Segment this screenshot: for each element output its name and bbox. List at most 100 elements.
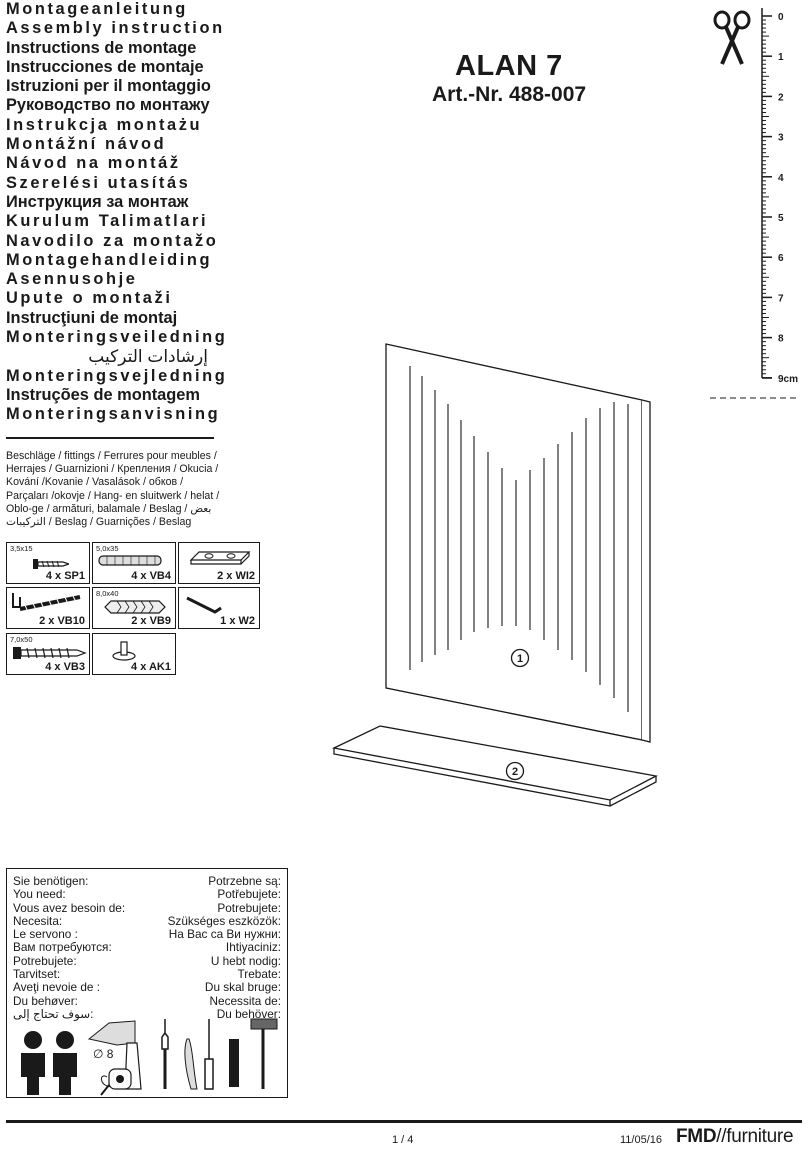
page-number: 1 / 4	[392, 1134, 414, 1146]
print-date: 11/05/16	[620, 1134, 663, 1146]
part-label: 4 x VB3	[45, 661, 85, 673]
tools-needed-right: Potrzebne są:Potřebujete:Potrebujete:Szü…	[167, 874, 282, 1021]
title-rule	[6, 437, 214, 439]
part-vb4: 5,0x35 4 x VB4	[92, 542, 176, 584]
ruler-label: 4	[778, 173, 784, 184]
part-label: 4 x VB4	[131, 570, 171, 582]
svg-text:2: 2	[512, 766, 518, 778]
part-dim: 5,0x35	[96, 544, 119, 553]
tools-needed-line: Du behöver:	[216, 1006, 281, 1021]
part-ak1: 4 x AK1	[92, 633, 176, 675]
title-line: Návod na montáž	[6, 154, 181, 173]
hook-screw-icon	[12, 593, 81, 613]
ruler-label: 8	[778, 334, 784, 345]
brand-logo: FMD//furniture	[676, 1126, 794, 1148]
screw-icon	[13, 647, 87, 659]
title-line: Instruções de montagem	[6, 385, 200, 404]
title-line: Monteringsanvisning	[6, 405, 221, 424]
tools-needed-line: Trebate:	[237, 967, 282, 982]
callout-2: 2	[505, 761, 525, 781]
tools-icon	[161, 1018, 278, 1090]
title-line: Montážní návod	[6, 135, 167, 154]
tools-needed-line: U hebt nodig:	[210, 953, 281, 968]
model-name: ALAN 7	[455, 50, 563, 82]
scissors-icon	[713, 10, 751, 65]
tools-needed-line: Aveţi nevoie de :	[13, 980, 101, 995]
part-label: 2 x WI2	[217, 570, 255, 582]
part-vb3: 7,0x50 4 x VB3	[6, 633, 90, 675]
ruler-label: 2	[778, 92, 784, 103]
article-number: Art.-Nr. 488-007	[432, 83, 587, 106]
ruler-label: 9cm	[778, 374, 798, 385]
title-line: Montageanleitung	[6, 0, 188, 18]
title-line: Montagehandleiding	[6, 250, 213, 269]
ruler-label: 6	[778, 253, 784, 264]
title-line: Monteringsveiledning	[6, 328, 228, 347]
part-label: 2 x VB10	[39, 615, 85, 627]
tools-needed-line: Szükséges eszközök:	[167, 913, 281, 928]
title-line: Navodilo za montažo	[6, 231, 219, 250]
part-label: 1 x W2	[220, 615, 255, 627]
dowel-icon	[98, 555, 162, 566]
tools-needed-line: Vous avez besoin de:	[13, 900, 126, 915]
measuring-ruler: 0 1 2 3 4 5 6 7 8 9cm	[710, 8, 798, 399]
ruler-label: 5	[778, 213, 784, 224]
tools-needed-line: На Вас са Ви нужни:	[168, 927, 281, 942]
part-dim: 3,5x15	[10, 544, 33, 553]
tools-needed-line: Sie benötigen:	[13, 874, 89, 888]
part-label: 2 x VB9	[131, 615, 171, 627]
two-persons-icon	[21, 1031, 77, 1095]
part-vb10: 2 x VB10	[6, 587, 90, 629]
part-label: 4 x AK1	[131, 661, 171, 673]
tools-needed-line: Potrebujete:	[13, 953, 77, 968]
wall-plug-icon	[104, 600, 166, 614]
tools-needed-line: Potrzebne są:	[208, 874, 281, 888]
screw-icon	[33, 559, 69, 569]
tools-needed-line: Вам потребуются:	[13, 940, 112, 955]
allen-key-icon	[186, 596, 222, 614]
tools-needed-line: سوف تحتاج إلى:	[13, 1006, 94, 1021]
title-line: إرشادات التركيب	[88, 347, 208, 367]
part-dim: 7,0x50	[10, 635, 33, 644]
title-line: Instructions de montage	[6, 38, 197, 57]
title-line: Instrucţiuni de montaj	[6, 308, 178, 327]
tools-needed-line: Le servono :	[13, 927, 78, 942]
tools-needed-line: Du behøver:	[13, 993, 78, 1008]
svg-text:1: 1	[517, 653, 523, 665]
tools-needed-line: Tarvitset:	[13, 967, 61, 982]
title-line: Instrukcja montażu	[6, 115, 203, 134]
part-w2: 1 x W2	[178, 587, 260, 629]
tools-needed-line: You need:	[13, 887, 66, 902]
title-line: Istruzioni per il montaggio	[6, 77, 211, 96]
part-wi2: 2 x WI2	[178, 542, 260, 584]
part-vb9: 8,0x40 2 x VB9	[92, 587, 176, 629]
title-line: Инструкция за монтаж	[6, 192, 189, 211]
tools-needed-line: Du skal bruge:	[204, 980, 281, 995]
ruler-label: 0	[778, 12, 784, 23]
ruler-label: 7	[778, 293, 784, 304]
part-dim: 8,0x40	[96, 589, 119, 598]
tools-needed-line: Potrebujete:	[217, 900, 281, 915]
footer-rule	[6, 1120, 802, 1123]
title-line: Kurulum Talimatlari	[6, 212, 209, 231]
callout-1: 1	[510, 648, 530, 668]
tools-needed-line: Necesita:	[13, 913, 63, 928]
brand-thin: //furniture	[716, 1126, 794, 1147]
tools-needed-line: Necessita de:	[209, 993, 281, 1008]
cover-cap-icon	[112, 641, 136, 661]
fittings-text: Beschläge / fittings / Ferrures pour meu…	[6, 450, 220, 529]
ruler-label: 1	[778, 52, 784, 63]
title-line: Asennusohje	[6, 270, 138, 289]
furniture-illustration	[331, 343, 658, 807]
angle-bracket-icon	[189, 551, 251, 565]
title-line: Upute o montaži	[6, 289, 173, 308]
part-label: 4 x SP1	[45, 570, 85, 582]
tools-needed-box: Sie benötigen:You need:Vous avez besoin …	[6, 868, 288, 1098]
drill-size: ∅ 8	[93, 1047, 114, 1061]
tools-needed-line: Ihtiyaciniz:	[225, 940, 281, 955]
title-line: Руководство по монтажу	[6, 96, 210, 115]
title-line: Szerelési utasítás	[6, 173, 191, 192]
ruler-label: 3	[778, 133, 784, 144]
title-line: Monteringsvejledning	[6, 366, 228, 385]
